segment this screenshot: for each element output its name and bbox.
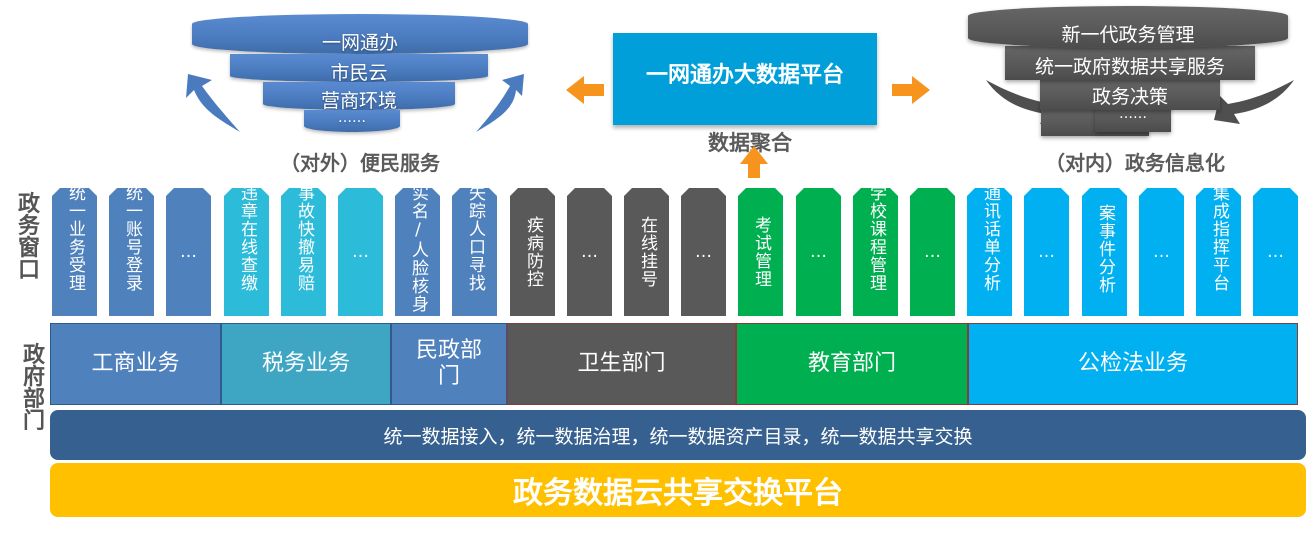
service-window-column-label: 统一业务受理 <box>65 188 85 292</box>
base-platform-title: 政务数据云共享交换平台 <box>513 476 843 511</box>
funnel-layer-1: 一网通办 <box>192 14 528 54</box>
dept-civil-affairs[interactable]: 民政部门 <box>391 323 507 405</box>
stack-layer-4-label: …… <box>1119 106 1147 122</box>
unified-data-bar: 统一数据接入，统一数据治理，统一数据资产目录，统一数据共享交换 <box>50 410 1306 460</box>
service-window-column[interactable]: 实名/人脸核身 <box>395 188 440 316</box>
service-window-column-label: 在线挂号 <box>637 216 657 288</box>
service-window-column-label: 事故快撤易赔 <box>294 188 314 292</box>
funnel-layer-4: …… <box>304 110 400 132</box>
stack-layer-3: 政务决策 <box>1040 80 1220 110</box>
internal-caption: （对内）政务信息化 <box>1045 151 1225 175</box>
stack-layer-1-label: 新一代政务管理 <box>1061 24 1195 46</box>
service-window-column[interactable]: 集成指挥平台 <box>1196 188 1241 316</box>
service-window-column-label: 统一账号登录 <box>122 188 142 292</box>
funnel-layer-1-label: 一网通办 <box>321 32 398 54</box>
service-window-column[interactable]: 通讯话单分析 <box>967 188 1012 316</box>
service-window-column[interactable]: … <box>681 188 726 316</box>
dept-commerce[interactable]: 工商业务 <box>50 323 221 405</box>
service-window-column-label: … <box>581 242 598 262</box>
service-window-column-label: … <box>180 242 197 262</box>
data-aggregation-label: 数据聚合 <box>708 131 792 155</box>
service-window-column-label: 考试管理 <box>751 216 771 288</box>
service-window-column[interactable]: 学校课程管理 <box>853 188 898 316</box>
stack-layer-3-label: 政务决策 <box>1091 86 1168 108</box>
base-platform-bar: 政务数据云共享交换平台 <box>50 463 1306 517</box>
dept-health-label: 卫生部门 <box>577 350 666 376</box>
service-window-column-label: 集成指挥平台 <box>1209 188 1229 292</box>
dept-education[interactable]: 教育部门 <box>736 323 968 405</box>
service-window-column-label: 实名/人脸核身 <box>408 188 428 313</box>
service-window-column-label: 通讯话单分析 <box>980 188 1000 292</box>
service-window-column-label: 案事件分析 <box>1095 204 1115 294</box>
funnel-layer-3: 营商环境 <box>263 82 455 112</box>
dept-commerce-label: 工商业务 <box>91 350 180 376</box>
service-window-column[interactable]: 失踪人口寻找 <box>452 188 497 316</box>
service-window-column[interactable]: … <box>796 188 841 316</box>
windows-side-label: 政务窗口 <box>17 192 40 283</box>
service-window-column-label: 违章在线查缴 <box>237 188 257 292</box>
dept-civil-affairs-label: 民政部门 <box>415 337 482 389</box>
arrow-left-icon <box>566 76 604 104</box>
service-window-column[interactable]: 疾病防控 <box>510 188 555 316</box>
departments-side-label: 政府部门 <box>22 343 45 434</box>
unified-data-text: 统一数据接入，统一数据治理，统一数据资产目录，统一数据共享交换 <box>383 425 973 448</box>
service-window-column[interactable]: … <box>1253 188 1298 316</box>
service-window-column[interactable]: … <box>1139 188 1184 316</box>
service-window-column[interactable]: … <box>338 188 383 316</box>
funnel-layer-3-label: 营商环境 <box>320 90 397 112</box>
service-window-column[interactable]: 考试管理 <box>738 188 783 316</box>
dept-public-security[interactable]: 公检法业务 <box>968 323 1298 405</box>
funnel-layer-2: 市民云 <box>230 54 488 84</box>
service-window-column-label: 失踪人口寻找 <box>465 188 485 292</box>
dept-health[interactable]: 卫生部门 <box>507 323 736 405</box>
service-window-column-label: … <box>695 242 712 262</box>
service-window-column-label: … <box>924 242 941 262</box>
funnel-layer-2-label: 市民云 <box>330 62 388 84</box>
external-services-caption: （对外）便民服务 <box>280 151 440 175</box>
service-window-column[interactable]: 在线挂号 <box>624 188 669 316</box>
stack-layer-1: 新一代政务管理 <box>968 6 1288 48</box>
dept-public-security-label: 公检法业务 <box>1077 350 1188 376</box>
dept-tax[interactable]: 税务业务 <box>221 323 391 405</box>
service-window-column[interactable]: 统一业务受理 <box>52 188 97 316</box>
dept-tax-label: 税务业务 <box>261 350 350 376</box>
service-window-column-label: 疾病防控 <box>523 216 543 288</box>
service-window-column[interactable]: … <box>910 188 955 316</box>
dept-education-label: 教育部门 <box>807 350 896 376</box>
service-window-column[interactable]: … <box>1024 188 1069 316</box>
service-window-column[interactable]: 违章在线查缴 <box>224 188 269 316</box>
arrow-up-icon <box>740 146 768 178</box>
big-data-platform-box: 一网通办大数据平台 <box>613 33 877 125</box>
stack-layer-2: 统一政府数据共享服务 <box>1005 46 1255 80</box>
service-window-column[interactable]: 案事件分析 <box>1082 188 1127 316</box>
service-window-column-label: … <box>1038 242 1055 262</box>
service-window-column[interactable]: … <box>567 188 612 316</box>
service-window-column[interactable]: 统一账号登录 <box>109 188 154 316</box>
department-row: 工商业务 税务业务 民政部门 卫生部门 教育部门 公检法业务 <box>50 323 1298 405</box>
service-window-column-label: … <box>1153 242 1170 262</box>
stack-layer-2-label: 统一政府数据共享服务 <box>1034 56 1225 78</box>
service-window-column[interactable]: 事故快撤易赔 <box>281 188 326 316</box>
service-window-column-label: 学校课程管理 <box>866 188 886 292</box>
platform-title: 一网通办大数据平台 <box>645 63 844 88</box>
service-window-column-label: … <box>352 242 369 262</box>
funnel-layer-4-label: …… <box>338 110 366 126</box>
service-window-column-label: … <box>810 242 827 262</box>
curved-arrows-icon <box>186 74 524 132</box>
service-window-column[interactable]: … <box>166 188 211 316</box>
arrow-right-icon <box>892 76 930 104</box>
service-window-column-label: … <box>1267 242 1284 262</box>
